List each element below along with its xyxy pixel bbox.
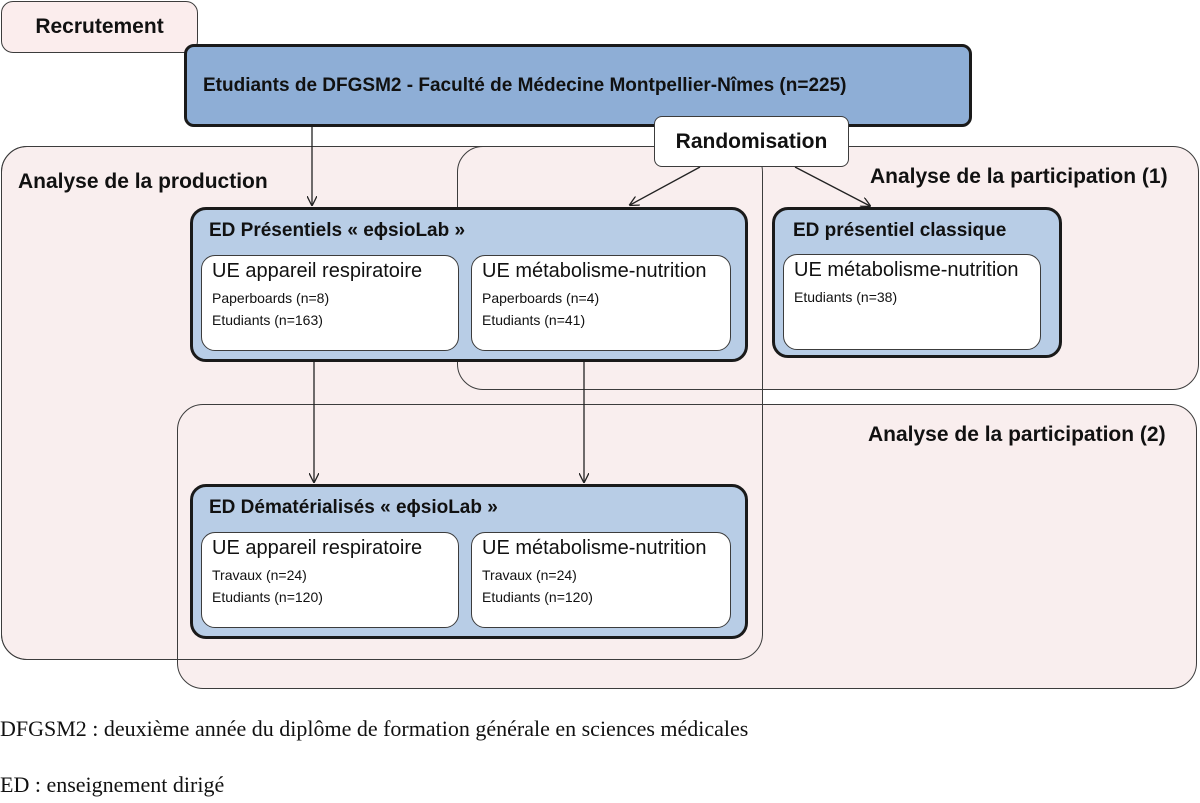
region-production-outline [1, 146, 763, 660]
card-title: UE métabolisme-nutrition [482, 537, 707, 559]
group-classique: ED présentiel classique UE métabolisme-n… [772, 207, 1062, 358]
caption-dfgsm2: DFGSM2 : deuxième année du diplôme de fo… [0, 716, 749, 741]
region-participation-2-label: Analyse de la participation (2) [868, 423, 1166, 446]
population-box: Etudiants de DFGSM2 - Faculté de Médecin… [184, 44, 972, 127]
card-line: Etudiants (n=120) [482, 589, 593, 605]
recrutement-label: Recrutement [1, 1, 198, 53]
region-production-label: Analyse de la production [18, 170, 268, 193]
card-dematerialises-metabolisme: UE métabolisme-nutrition Travaux (n=24) … [471, 532, 731, 628]
group-dematerialises-title: ED Dématérialisés « eɸsioLab » [209, 497, 498, 518]
card-line: Travaux (n=24) [212, 567, 307, 583]
arrow-randomisation-to-presentiels [630, 166, 701, 205]
card-presentiels-respiratoire: UE appareil respiratoire Paperboards (n=… [201, 255, 459, 351]
caption-ed: ED : enseignement dirigé [0, 772, 225, 797]
card-title: UE métabolisme-nutrition [482, 260, 707, 282]
randomisation-box: Randomisation [654, 116, 849, 167]
card-line: Paperboards (n=4) [482, 290, 600, 306]
card-dematerialises-respiratoire: UE appareil respiratoire Travaux (n=24) … [201, 532, 459, 628]
card-title: UE appareil respiratoire [212, 260, 423, 282]
card-line: Travaux (n=24) [482, 567, 577, 583]
group-presentiels-title: ED Présentiels « eɸsioLab » [209, 220, 466, 241]
card-presentiels-metabolisme: UE métabolisme-nutrition Paperboards (n=… [471, 255, 731, 351]
card-title: UE appareil respiratoire [212, 537, 423, 559]
arrow-randomisation-to-classique [794, 166, 870, 206]
card-line: Etudiants (n=41) [482, 312, 586, 328]
card-classique-metabolisme: UE métabolisme-nutrition Etudiants (n=38… [783, 254, 1041, 350]
card-line: Etudiants (n=120) [212, 589, 323, 605]
card-line: Paperboards (n=8) [212, 290, 330, 306]
group-presentiels: ED Présentiels « eɸsioLab » UE appareil … [190, 207, 748, 362]
group-dematerialises: ED Dématérialisés « eɸsioLab » UE appare… [190, 484, 748, 639]
card-title: UE métabolisme-nutrition [794, 259, 1019, 281]
card-line: Etudiants (n=163) [212, 312, 323, 328]
region-participation-1-label: Analyse de la participation (1) [870, 165, 1168, 188]
group-classique-title: ED présentiel classique [793, 220, 1007, 241]
card-line: Etudiants (n=38) [794, 289, 898, 305]
